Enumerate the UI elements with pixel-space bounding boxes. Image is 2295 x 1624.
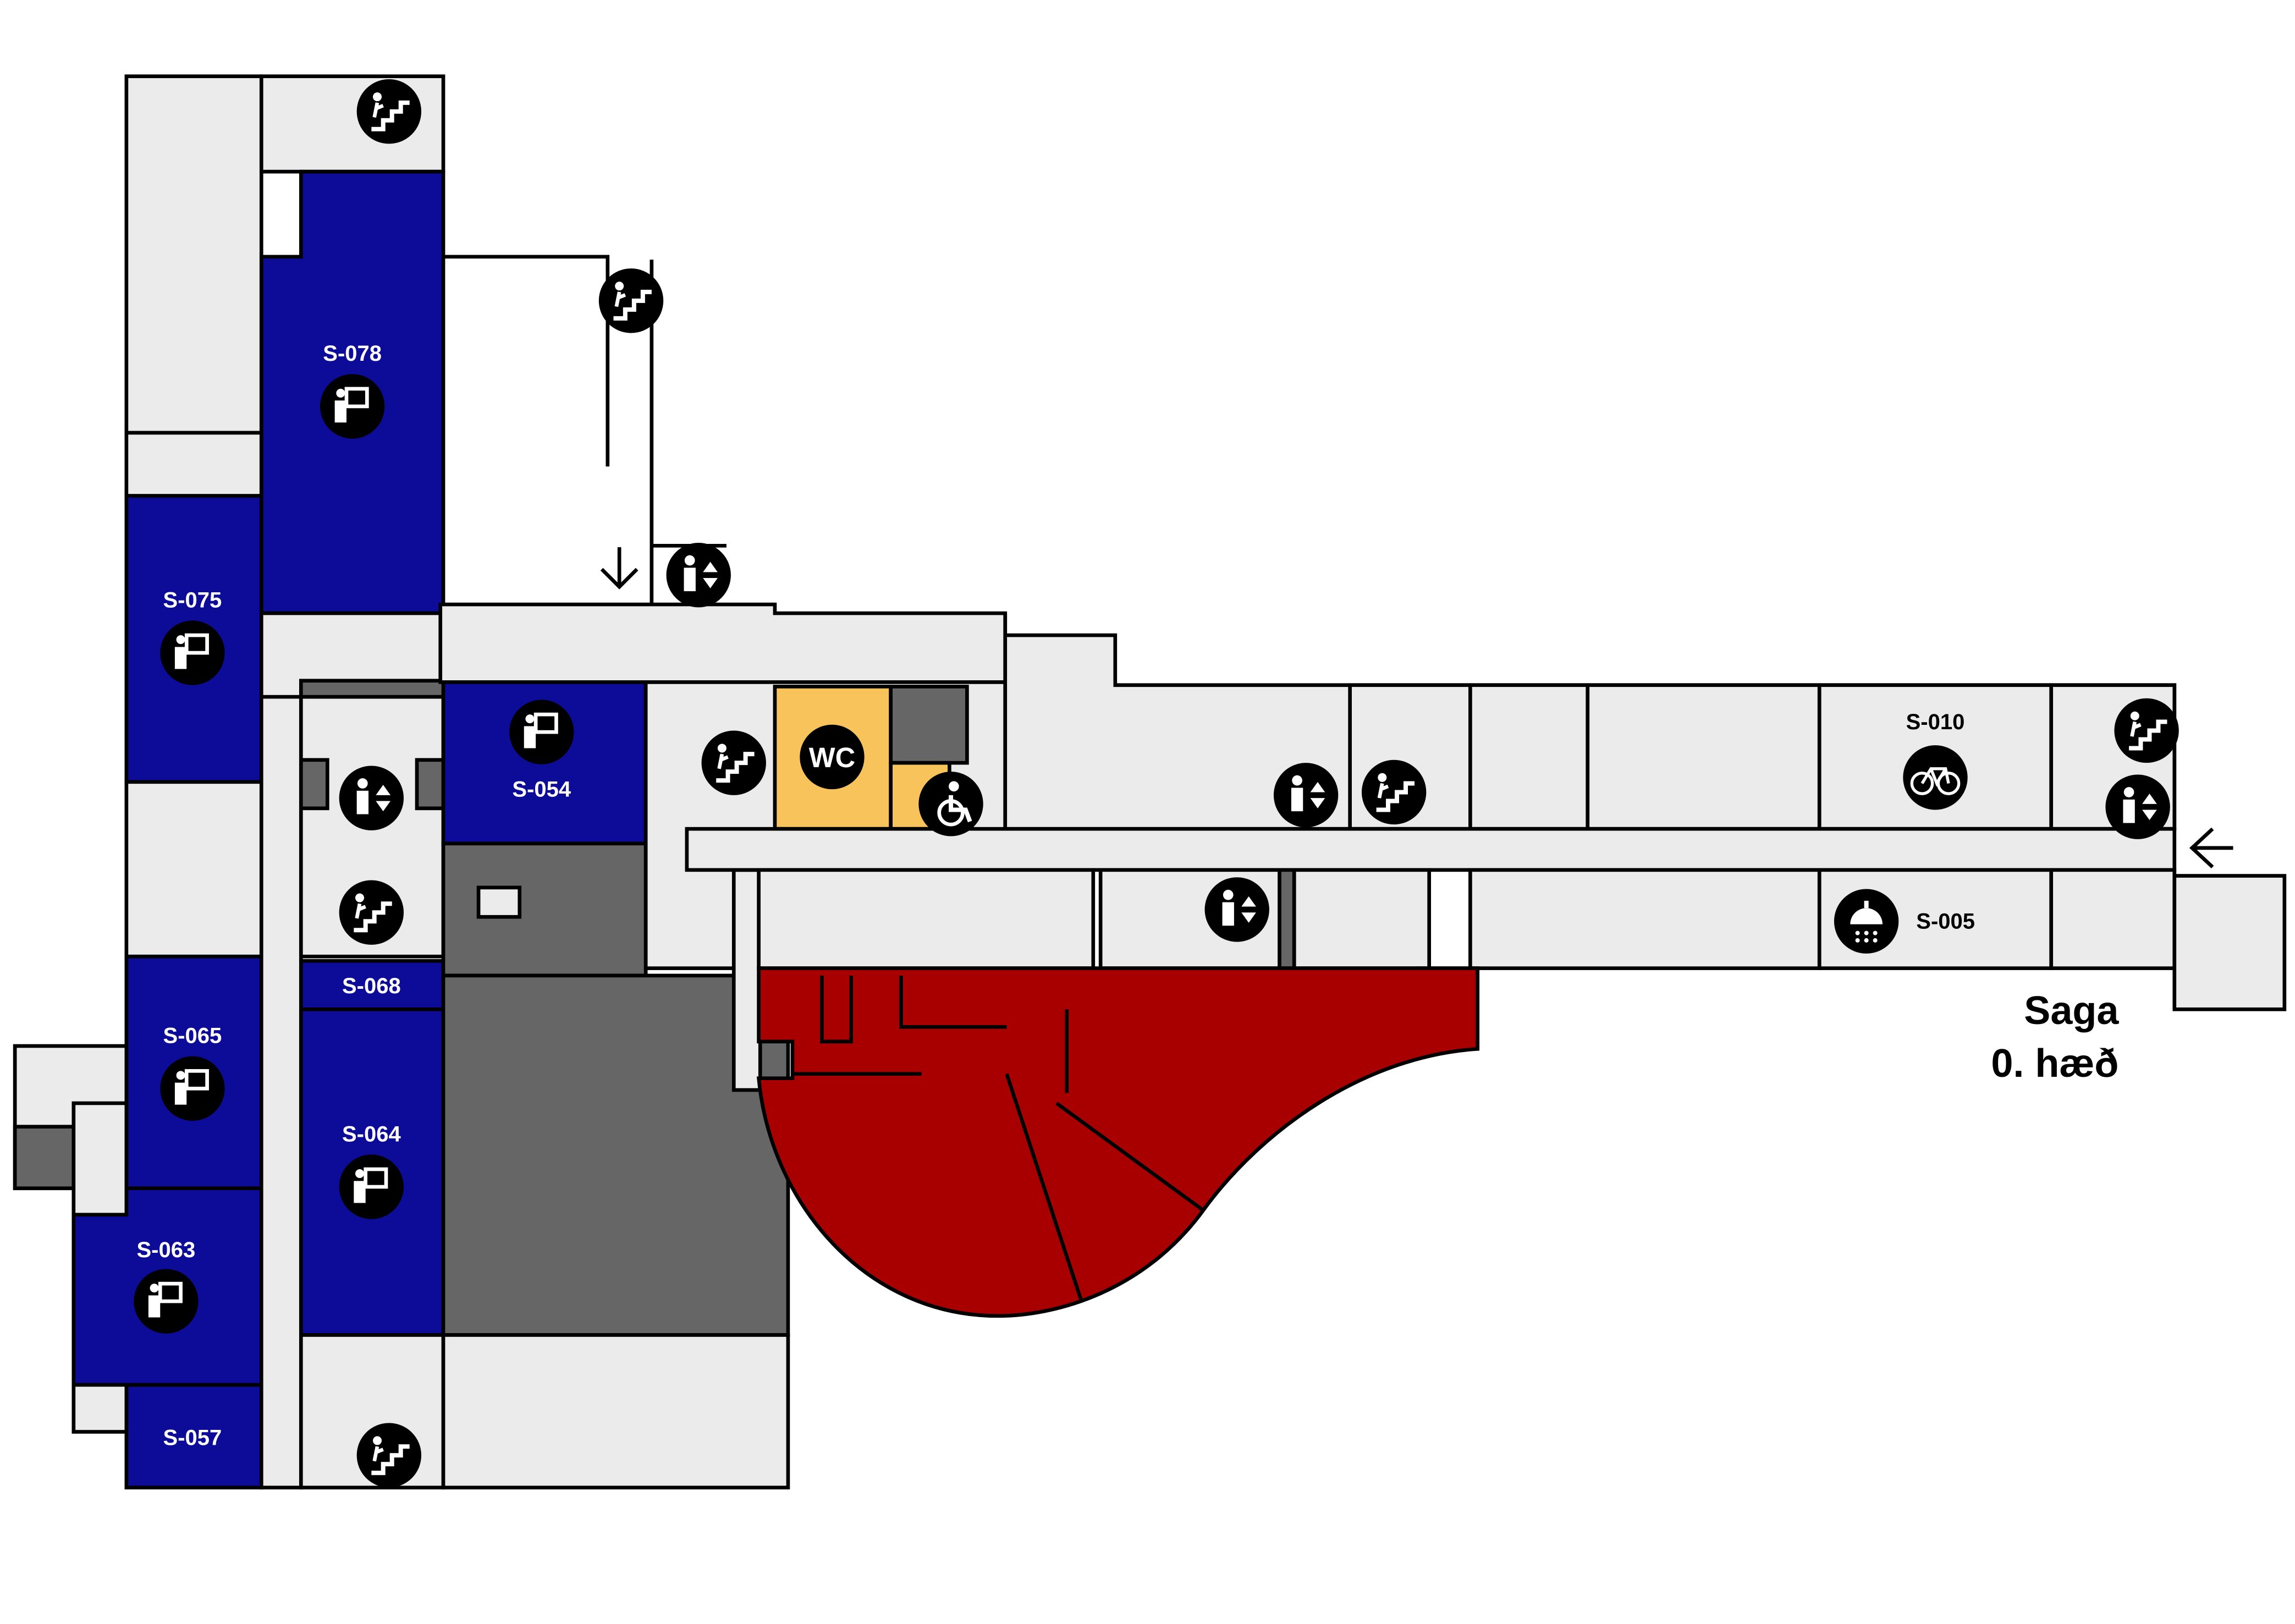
room-label-s075: S-075 [163,588,222,612]
down-arrow-icon [600,547,639,590]
accessible-icon [918,772,983,836]
elevator-icon [666,543,731,608]
shower-icon [1834,889,1899,954]
room-label-s064: S-064 [342,1122,401,1146]
room-label-s063: S-063 [137,1238,196,1262]
room-label-s065: S-065 [163,1024,222,1048]
stairs-icon [2114,698,2178,763]
elevator-icon [1273,763,1339,828]
lecture-room-icon [160,1056,224,1121]
elevator-icon [2105,774,2170,839]
building-name: Saga [2024,989,2119,1033]
wc-label: WC [809,742,855,773]
corridor [685,827,2177,872]
lecture-room-icon [339,1154,404,1219]
stairs-icon [357,1423,421,1488]
entrance-arrow-icon [2189,827,2233,868]
lecture-room-icon [134,1269,198,1333]
room-s057 [124,1383,263,1490]
room-label-s057: S-057 [163,1426,222,1450]
bicycle-icon [1903,745,1968,810]
room-label-s078: S-078 [323,342,382,366]
stairs-icon [357,79,421,144]
lecture-room-icon [509,700,574,764]
floor-name: 0. hæð [1991,1042,2118,1086]
lecture-room-icon [320,374,384,438]
entrance [2172,874,2287,1011]
stairs-icon [339,880,404,945]
room-label-s068: S-068 [342,974,401,998]
room-label-s054: S-054 [512,777,571,801]
room-label-s010: S-010 [1906,710,1965,734]
stairs-icon [1362,760,1426,824]
stairs-icon [599,268,663,333]
restricted-area [756,966,1480,1318]
stairs-icon [702,730,766,795]
room-label-s005: S-005 [1916,910,1975,934]
lecture-room-icon [160,620,224,685]
elevator-icon [1204,877,1269,942]
elevator-icon [339,766,404,830]
wc-icon: WC [800,724,865,790]
